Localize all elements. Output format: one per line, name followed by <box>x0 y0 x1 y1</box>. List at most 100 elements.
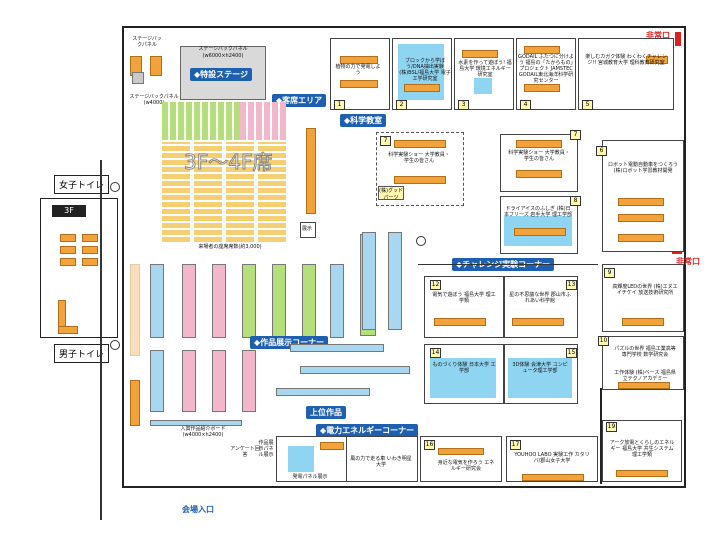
booth-14-text: ものづくり体験 日本大学 工学部 <box>432 362 496 374</box>
board-label: アンケート回答 <box>230 446 260 458</box>
booth-num-19: 19 <box>606 422 617 432</box>
booth-13-text: 星の不思議な世界 郡山市ふれあい科学館 <box>509 292 571 304</box>
science-room <box>376 132 464 206</box>
booth-16-table <box>320 442 344 450</box>
womens-toilet-label: 女子トイレ <box>54 175 110 194</box>
stage-panel-label: ステージバックパネル <box>198 46 248 52</box>
booth-6-table-c <box>618 234 664 242</box>
science-desc: 科学実験ショー 大学教員・学生の皆さん <box>388 152 450 164</box>
entrance-board-label: 入賞作品紹介ボード(w4000×h2400) <box>180 426 226 438</box>
seat-note: 来場者の座席席数(約3,000) <box>198 244 262 250</box>
pillar-marker-3 <box>416 236 426 246</box>
stage-left-table-2 <box>150 56 162 76</box>
booth-8-table <box>514 228 566 236</box>
booth-5-text: 楽しむカガク体験 わくわくチャレンジ!! 宮城教育大学 理科教育研究室 <box>585 54 667 66</box>
booth-num-4: 4 <box>520 100 531 110</box>
booth-6-table-b <box>618 214 664 222</box>
works-right-columns <box>362 232 412 332</box>
booth-num-7b: 7 <box>570 130 581 140</box>
left-vertical-table <box>130 380 140 426</box>
booth-5-table <box>646 56 668 64</box>
booth-2-table <box>404 84 440 92</box>
booth-15-text: 3D体験 会津大学 コンピュータ理工学部 <box>512 362 568 374</box>
booth-18-table <box>522 474 584 481</box>
entrance-gap <box>170 482 218 486</box>
stage-panel-size: (w6000×h2400) <box>202 53 244 59</box>
booth-num-14: 14 <box>430 348 441 358</box>
booth-num-15: 15 <box>566 348 577 358</box>
booth-num-8: 8 <box>570 196 581 206</box>
exit-door-right <box>672 250 682 254</box>
booth-16-room <box>346 436 418 482</box>
left-vertical-table-2 <box>130 264 140 356</box>
booth-16-text: 風の力で走る車 いわき明星大学 <box>350 456 412 468</box>
audience-side-table <box>306 128 316 214</box>
booth-17-text: 身近な電気を作ろう エネルギー研究会 <box>437 460 495 472</box>
booth-7-table-2 <box>516 170 562 178</box>
stage-left-note2: ステージバックパネル(w4000) <box>129 94 179 106</box>
booth-num-9: 9 <box>604 268 615 278</box>
booth-num-17: 17 <box>510 440 521 450</box>
booth-num-2: 2 <box>396 100 407 110</box>
booth-num-1: 1 <box>334 100 345 110</box>
science-table-a <box>394 140 446 148</box>
booth-10-table <box>618 382 670 389</box>
booth-7-text: 科学実験ショー 大学教員・学生の皆さん <box>508 150 570 162</box>
left-room-l-table-2 <box>58 326 78 334</box>
booth-8-text: ドライアイスのふしぎ (株)日本フリーズ 岩手大学 理工学部 <box>504 206 572 218</box>
booth-6-table-a <box>618 198 664 206</box>
floor-badge: 3F <box>52 205 86 217</box>
left-corridor-wall <box>100 160 102 520</box>
booth-6-text: ロボット電動自動車をつくろう (株)ロボット学習教材開発 <box>608 162 679 174</box>
booth-10-room <box>602 336 684 390</box>
booth-1-text: 植物の力で発電しよう <box>335 64 381 76</box>
booth-3-area <box>474 78 492 94</box>
booth-17-table <box>438 448 484 455</box>
booth-num-6: 6 <box>596 146 607 156</box>
booth-10-text: パズルの世界 福島工業高等専門学校 数学研究会 <box>614 346 676 358</box>
booth-3-text: 水素を作って遊ぼう! 福島大学 環境エネルギー研究室 <box>458 60 512 78</box>
booth-15-area <box>508 358 572 398</box>
power-panel-water <box>288 446 314 472</box>
pillar-marker-1 <box>110 182 120 192</box>
top-works-row <box>276 388 370 396</box>
pillar-marker-2 <box>110 340 120 350</box>
booth-14-area <box>430 358 496 398</box>
booth-19-table <box>616 470 668 477</box>
booth-num-7: 7 <box>380 136 391 146</box>
emergency-exit-top: 非常口 <box>646 31 670 40</box>
booth-num-5: 5 <box>582 100 593 110</box>
booth-num-16: 16 <box>424 440 435 450</box>
booth-9-text: 高輝度LEDの世界 (株)エヌエイチケイ 放送技術研究所 <box>612 284 678 296</box>
entrance-board <box>150 420 242 426</box>
energy-header: ◆電力エネルギーコーナー <box>316 424 419 437</box>
hall-outline <box>122 26 686 488</box>
mens-toilet-label: 男子トイレ <box>54 344 110 363</box>
booth-12-table <box>434 318 486 326</box>
booth-12-text: 電気で遊ぼう 福島大学 理工学類 <box>432 292 496 304</box>
science-table-b <box>394 176 446 184</box>
seating-area <box>162 102 292 244</box>
top-works-label: 上位作品 <box>306 406 346 419</box>
booth-num-10: 10 <box>598 336 609 346</box>
photo-panel-label: 作品展示パネル展示 <box>258 440 274 458</box>
exhibit-box <box>300 222 316 238</box>
booth-4-text: GODAIL ふたつに分けよう 福島の「たからもの」プロジェクト JAMSTEC… <box>518 54 574 84</box>
booth-19-text: アーク放電とくらしのエネルギー 福島大学 共生システム理工学類 <box>609 440 675 458</box>
booth-4-table-2 <box>524 84 560 92</box>
booth-num-3: 3 <box>458 100 469 110</box>
booth-1-table-2 <box>340 80 378 88</box>
entrance-label[interactable]: 会場入口 <box>182 505 214 514</box>
booth-num-13: 13 <box>566 280 577 290</box>
stage-left-box <box>132 72 144 84</box>
left-room-tables <box>60 234 110 284</box>
left-room <box>40 198 118 338</box>
booth-3-table <box>462 50 498 58</box>
seat-caption: 3F〜4F席 <box>183 150 273 175</box>
booth-6-room <box>602 140 684 252</box>
exhibit-label: 展示 <box>301 226 312 232</box>
booth-11-text: 工作体験 (株)ベース 福島県立テクノアカデミー <box>614 370 676 382</box>
booth-18-text: YOUHOO LABO 実験工作 カタリバ/郡山女子大学 <box>514 452 590 464</box>
power-panel-label: 発電パネル展示 <box>292 474 328 480</box>
booth-num-12: 12 <box>430 280 441 290</box>
